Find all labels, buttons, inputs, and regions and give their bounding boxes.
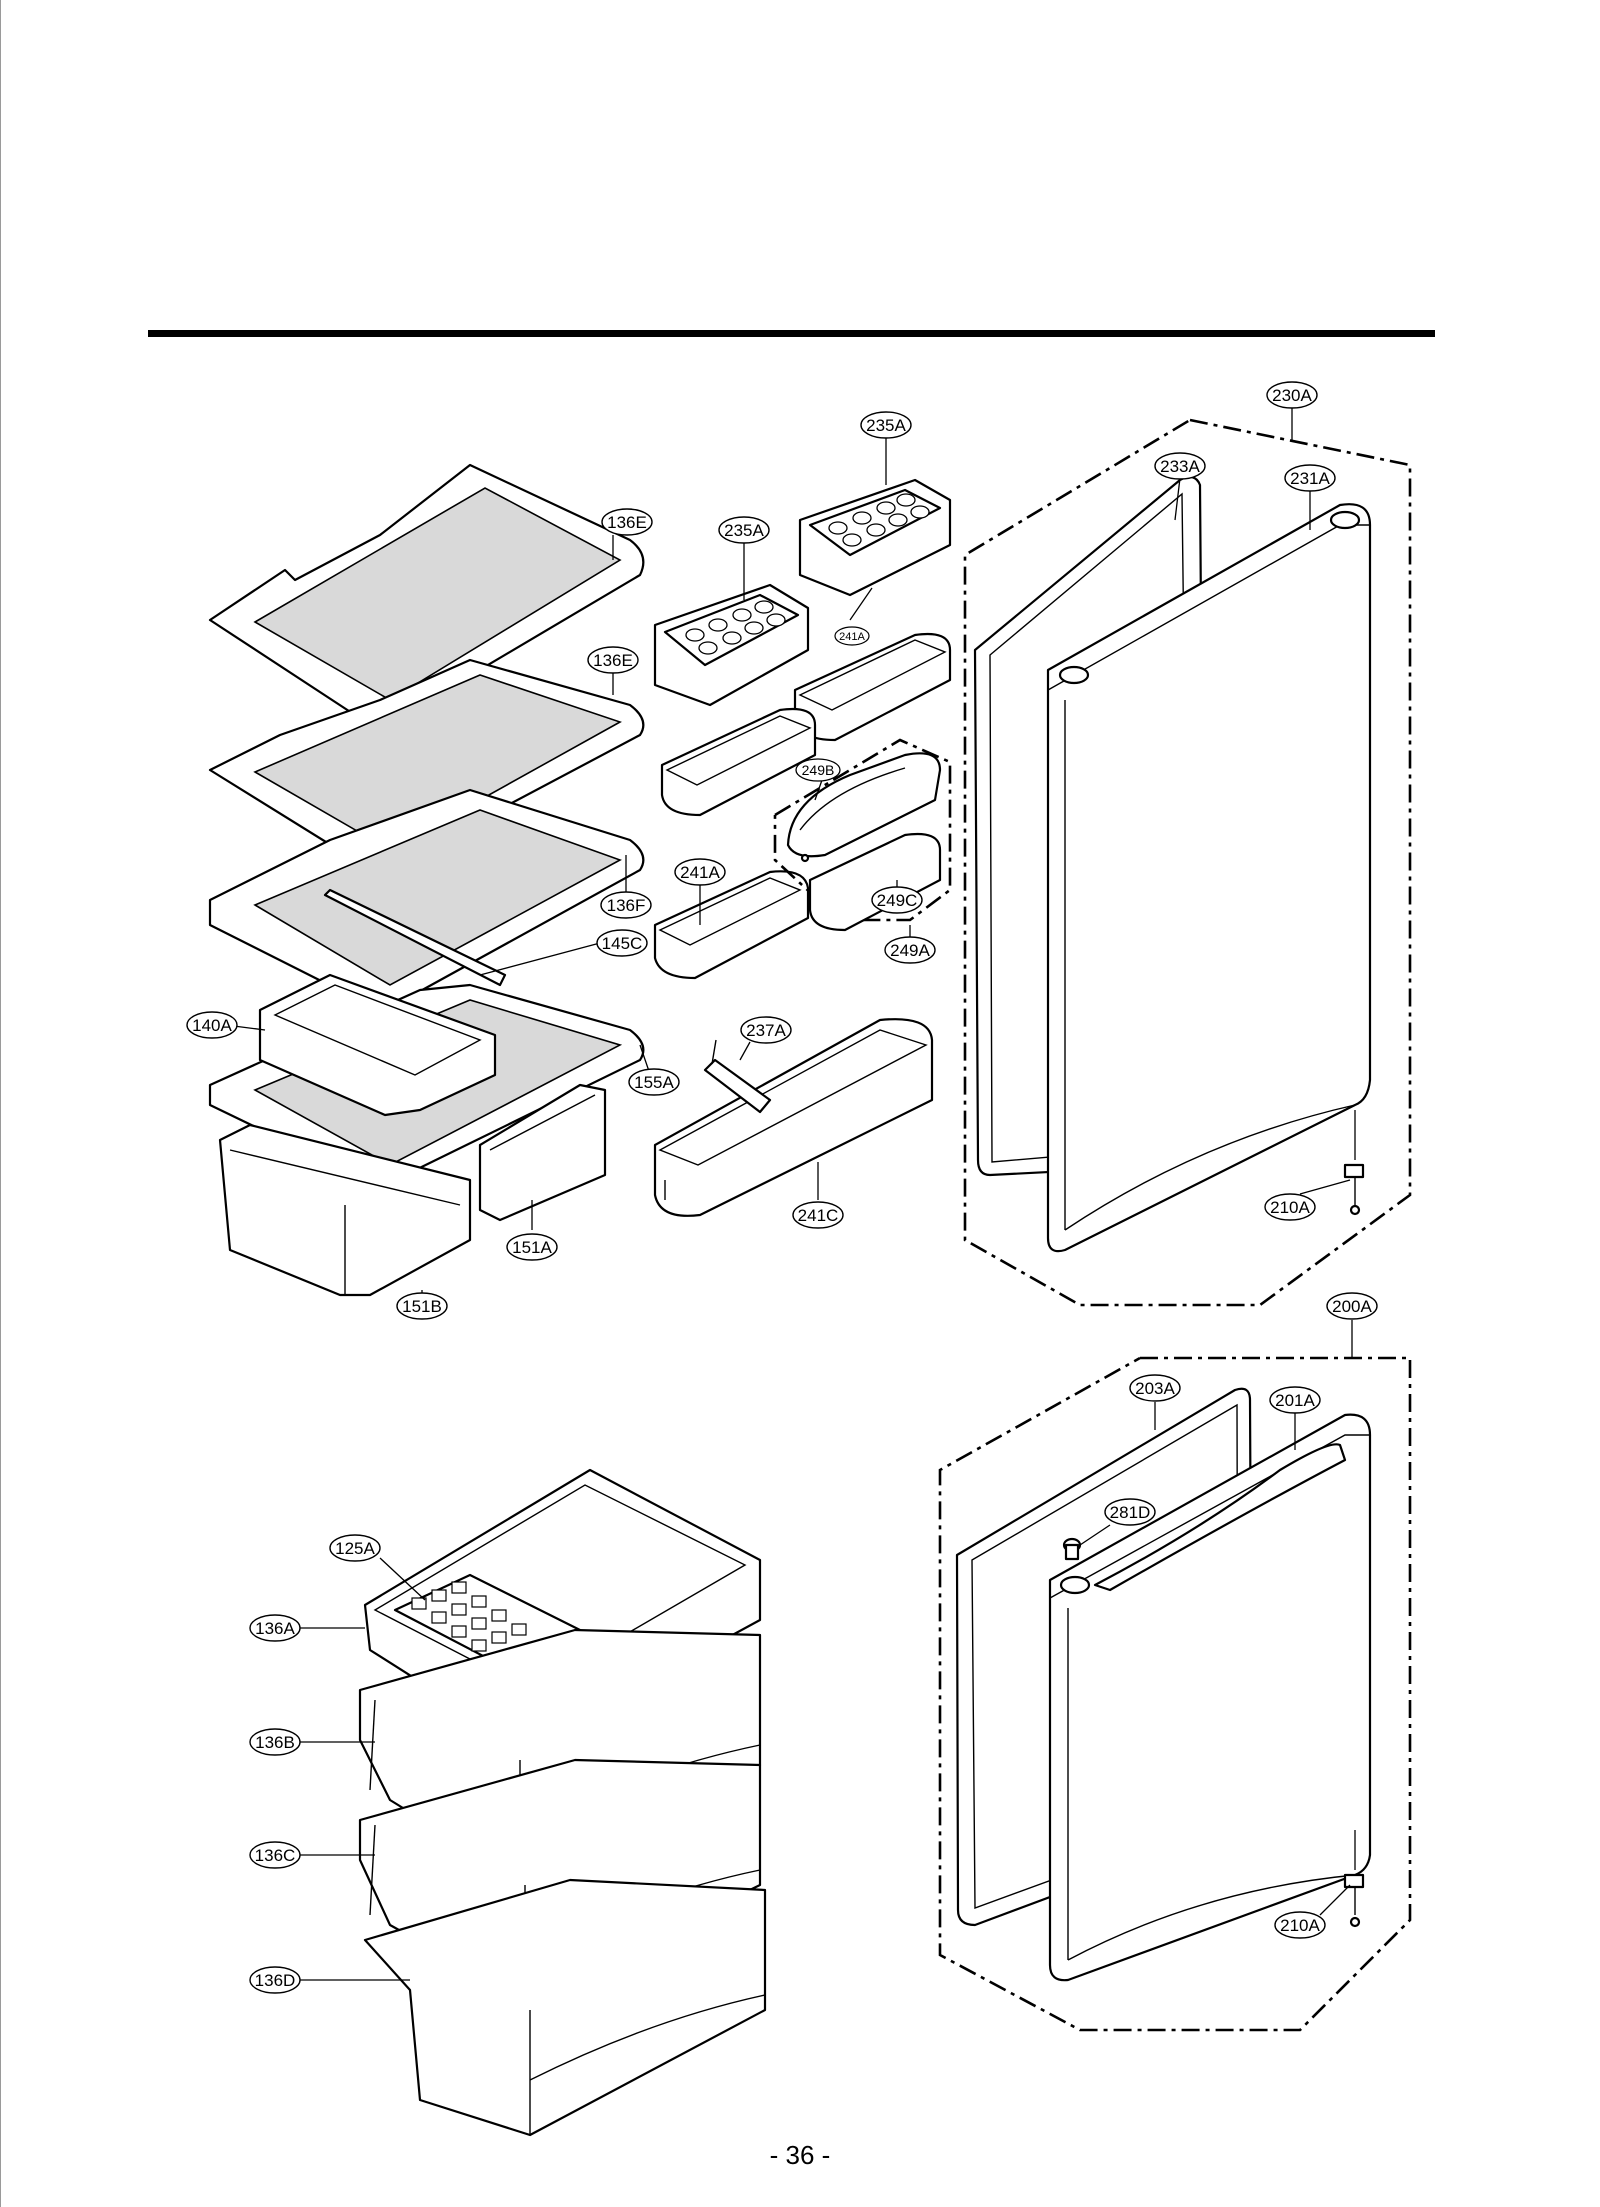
label-text: 151A	[512, 1238, 552, 1257]
label-230A: 230A	[1266, 381, 1318, 409]
label-136F: 136F	[600, 891, 652, 919]
chiller-tray	[258, 973, 497, 1117]
label-text: 203A	[1135, 1379, 1175, 1398]
label-text: 249B	[802, 762, 835, 778]
label-text: 136D	[255, 1971, 296, 1990]
label-249C: 249C	[871, 886, 923, 914]
label-249B: 249B	[795, 758, 841, 782]
page-edge-line	[0, 0, 1, 2207]
label-155A: 155A	[628, 1068, 680, 1096]
label-200A: 200A	[1326, 1292, 1378, 1320]
door-bin-small-b	[660, 707, 817, 817]
label-136E-top: 136E	[601, 508, 653, 536]
freezer-drawer-bottom	[363, 1878, 767, 2137]
label-210A-top: 210A	[1264, 1193, 1316, 1221]
label-125A: 125A	[329, 1534, 381, 1562]
label-text: 210A	[1270, 1198, 1310, 1217]
label-233A: 233A	[1154, 452, 1206, 480]
label-136D: 136D	[249, 1966, 301, 1994]
label-text: 200A	[1332, 1297, 1372, 1316]
label-text: 233A	[1160, 457, 1200, 476]
label-210A-bottom: 210A	[1274, 1911, 1326, 1939]
glass-shelf-with-rail	[208, 788, 645, 1009]
label-241A: 241A	[674, 858, 726, 886]
label-text: 249A	[890, 941, 930, 960]
label-text: 136F	[607, 896, 646, 915]
vegetable-crisper-left	[218, 1123, 472, 1297]
door-bin-small-a	[793, 632, 952, 742]
label-237A: 237A	[740, 1016, 792, 1044]
label-151B: 151B	[396, 1292, 448, 1320]
label-text: 281D	[1110, 1503, 1151, 1522]
label-text: 155A	[634, 1073, 674, 1092]
fridge-door-panel	[1046, 503, 1372, 1253]
label-text: 125A	[335, 1539, 375, 1558]
egg-tray-lower	[653, 583, 810, 707]
label-136A: 136A	[249, 1614, 301, 1642]
label-231A: 231A	[1284, 464, 1336, 492]
label-text: 241A	[839, 631, 865, 643]
label-235A-top: 235A	[860, 411, 912, 439]
label-text: 237A	[746, 1021, 786, 1040]
label-text: 235A	[866, 416, 906, 435]
header-rule	[148, 330, 1435, 337]
label-text: 136C	[255, 1846, 296, 1865]
label-151A: 151A	[506, 1233, 558, 1261]
label-136B: 136B	[249, 1728, 301, 1756]
label-145C: 145C	[596, 929, 648, 957]
label-281D: 281D	[1104, 1498, 1156, 1526]
freezer-door-panel	[1048, 1413, 1372, 1982]
page-number: - 36 -	[769, 2140, 831, 2170]
label-241C: 241C	[792, 1201, 844, 1229]
egg-tray-upper	[798, 478, 952, 597]
label-text: 249C	[877, 891, 918, 910]
label-241A-small: 241A	[834, 626, 870, 646]
label-text: 140A	[192, 1016, 232, 1035]
fridge-door-hinge	[1343, 1110, 1365, 1216]
label-203A: 203A	[1129, 1374, 1181, 1402]
freezer-door-cap	[1062, 1537, 1082, 1561]
label-201A: 201A	[1269, 1386, 1321, 1414]
label-140A: 140A	[186, 1011, 238, 1039]
label-text: 136A	[255, 1619, 295, 1638]
label-text: 136E	[593, 651, 633, 670]
label-text: 151B	[402, 1297, 442, 1316]
label-text: 241C	[798, 1206, 839, 1225]
bottle-bin-large	[653, 1018, 934, 1217]
freezer-door-group-outline	[938, 1356, 1412, 2032]
label-text: 230A	[1272, 386, 1312, 405]
freezer-door-hinge	[1343, 1830, 1365, 1928]
label-text: 201A	[1275, 1391, 1315, 1410]
dairy-compartment	[786, 752, 942, 932]
label-text: 235A	[724, 521, 764, 540]
label-136E-middle: 136E	[587, 646, 639, 674]
label-136C: 136C	[249, 1841, 301, 1869]
fridge-door-group-outline	[963, 418, 1412, 1307]
label-text: 145C	[602, 934, 643, 953]
door-bin-small-c	[653, 870, 810, 980]
label-235A-lower: 235A	[718, 516, 770, 544]
label-249A: 249A	[884, 936, 936, 964]
label-text: 136E	[607, 513, 647, 532]
label-text: 231A	[1290, 469, 1330, 488]
label-text: 136B	[255, 1733, 295, 1752]
vegetable-crisper-right	[478, 1083, 607, 1222]
label-text: 210A	[1280, 1916, 1320, 1935]
dairy-compartment-outline	[773, 738, 952, 922]
label-text: 241A	[680, 863, 720, 882]
bottle-divider	[703, 1039, 772, 1114]
